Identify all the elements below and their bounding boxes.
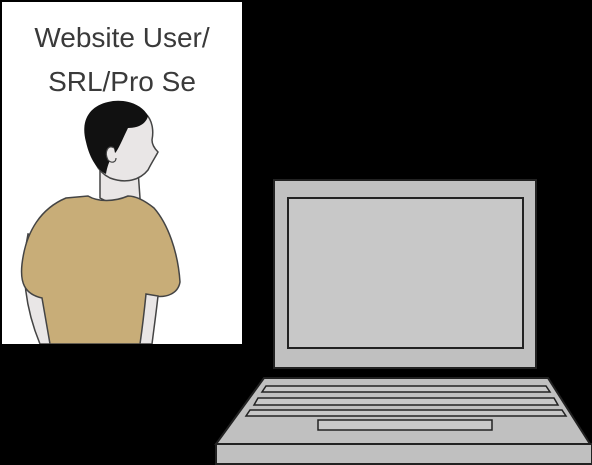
laptop-screen bbox=[288, 198, 523, 348]
keyboard-row-3 bbox=[246, 410, 566, 416]
keyboard-row-1 bbox=[262, 386, 550, 392]
laptop-base bbox=[216, 444, 592, 464]
keyboard-row-2 bbox=[254, 398, 558, 405]
laptop-trackpad bbox=[318, 420, 492, 430]
